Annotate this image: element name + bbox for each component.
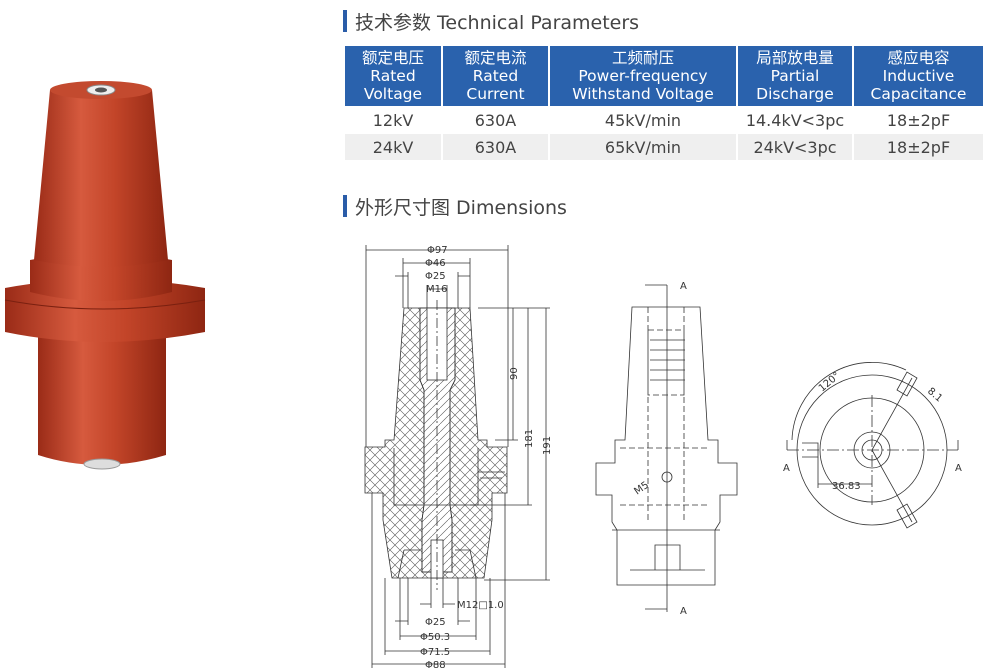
dimensions-title: 外形尺寸图 Dimensions bbox=[343, 194, 567, 219]
table-cell: 24kV bbox=[345, 134, 441, 160]
section-label-a: A bbox=[783, 463, 790, 474]
dim-m12: M12□1.0 bbox=[457, 600, 504, 611]
dim-phi97: Φ97 bbox=[427, 245, 448, 256]
dimensions-label: 外形尺寸图 Dimensions bbox=[355, 196, 567, 219]
table-row: 24kV 630A 65kV/min 24kV<3pc 18±2pF bbox=[345, 134, 983, 160]
section-label-a: A bbox=[680, 606, 687, 617]
dim-phi25-bottom: Φ25 bbox=[425, 617, 446, 628]
table-cell: 630A bbox=[443, 134, 548, 160]
dim-phi88: Φ88 bbox=[425, 660, 446, 671]
dim-90: 90 bbox=[509, 367, 520, 380]
table-cell: 18±2pF bbox=[886, 110, 951, 130]
table-cell: 18±2pF bbox=[854, 134, 983, 160]
title-accent-bar bbox=[343, 195, 347, 217]
section-drawing bbox=[364, 245, 550, 668]
table-cell: 12kV bbox=[372, 110, 414, 130]
table-row: 12kV 630A 45kV/min 14.4kV<3pc 18±2pF bbox=[345, 107, 983, 133]
radius-label: 36.83 bbox=[832, 481, 861, 492]
table-cell: 630A bbox=[474, 110, 517, 130]
dim-181: 181 bbox=[524, 429, 535, 448]
dim-phi71: Φ71.5 bbox=[420, 647, 450, 658]
product-photo bbox=[4, 81, 206, 470]
technical-parameters-title: 技术参数 Technical Parameters bbox=[343, 9, 640, 34]
table-cell: 65kV/min bbox=[550, 134, 736, 160]
slot-width-label: 8.1 bbox=[925, 386, 944, 405]
elevation-drawing bbox=[595, 284, 738, 612]
dim-phi46: Φ46 bbox=[425, 258, 446, 269]
technical-parameters-label: 技术参数 Technical Parameters bbox=[355, 11, 640, 34]
dim-191: 191 bbox=[542, 436, 553, 455]
section-label-a: A bbox=[680, 281, 687, 292]
angle-label: 120° bbox=[817, 370, 843, 394]
plan-drawing bbox=[786, 362, 959, 529]
table-cell: 14.4kV<3pc bbox=[745, 110, 845, 130]
table-cell: 24kV<3pc bbox=[738, 134, 852, 160]
dim-phi25-top: Φ25 bbox=[425, 271, 446, 282]
table-cell: 45kV/min bbox=[604, 110, 682, 130]
dim-phi50: Φ50.3 bbox=[420, 632, 450, 643]
title-accent-bar bbox=[343, 10, 347, 32]
dim-m16: M16 bbox=[426, 284, 447, 295]
section-label-a: A bbox=[955, 463, 962, 474]
